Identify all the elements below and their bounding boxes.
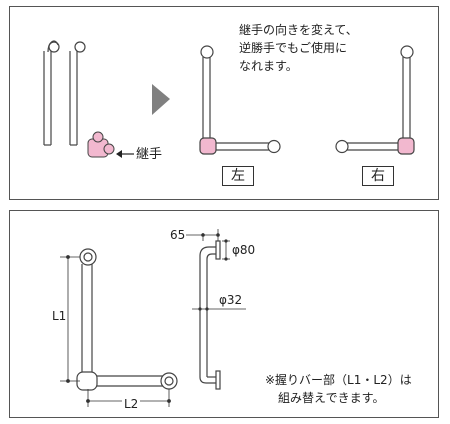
depth-65-label: 65 xyxy=(170,228,186,242)
loose-bar-2 xyxy=(69,41,86,146)
joint-part xyxy=(87,131,115,158)
reversible-diagram-graphic xyxy=(43,40,415,158)
dimension-panel: L1 L2 65 φ80 φ32 ※握りバー部（L1・L2）は 組み替えできます… xyxy=(9,210,439,418)
reverse-note-line-2: 逆勝手でもご使用に xyxy=(239,41,348,55)
loose-bar-1 xyxy=(43,40,60,146)
flange-80-dimension xyxy=(222,239,230,261)
joint-arrow xyxy=(116,150,134,158)
left-hand-label: 左 xyxy=(222,166,254,186)
left-hand-bar xyxy=(199,45,281,155)
depth-65-dimension xyxy=(186,229,220,241)
reversible-joint-panel: 継手の向きを変えて、 逆勝手でもご使用に なれます。 継手 左 右 xyxy=(9,6,439,200)
dimension-diagram-graphic xyxy=(60,229,246,407)
reverse-note-line-3: なれます。 xyxy=(239,59,298,73)
l1-label: L1 xyxy=(52,309,67,323)
bar-32-dimension xyxy=(192,307,246,311)
side-profile-bar xyxy=(199,240,221,390)
right-hand-label: 右 xyxy=(362,166,394,186)
right-hand-bar xyxy=(335,45,415,155)
joint-label: 継手 xyxy=(136,147,163,162)
transform-arrow xyxy=(152,84,170,115)
footnote-line-1: ※握りバー部（L1・L2）は xyxy=(265,373,412,387)
bar-32-label: φ32 xyxy=(219,293,243,307)
footnote-line-2: 組み替えできます。 xyxy=(278,391,385,405)
l2-label: L2 xyxy=(122,397,141,411)
flange-80-label: φ80 xyxy=(232,243,256,257)
l1-dimension xyxy=(60,255,80,383)
reverse-note-line-1: 継手の向きを変えて、 xyxy=(239,23,358,37)
front-l-bar xyxy=(76,248,178,391)
